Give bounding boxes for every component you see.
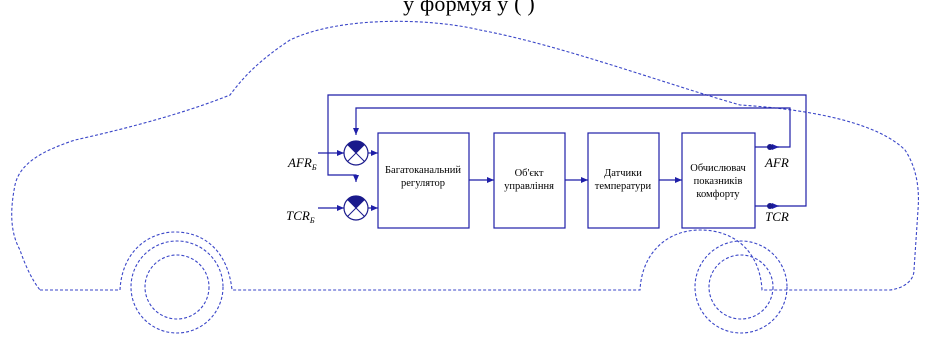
object-label-line2: управління [504,181,554,192]
rear-wheel-outer [130,240,224,334]
block-sensors: Датчики температури [587,132,660,229]
tcr-setpoint-label: TCRБ [286,208,315,225]
calculator-label-line2: показників [694,176,743,187]
car-outline [11,20,919,334]
calculator-label-line3: комфорту [696,189,740,200]
tcr-feedback-line [327,94,807,207]
summing-junction-afr [343,140,369,166]
tcr-output-label: TCR [765,209,789,224]
block-object: Об'єкт управління [493,132,566,229]
feedback-lines [327,94,807,207]
sensors-label-line1: Датчики [604,168,642,179]
afr-feedback-line [353,107,791,148]
front-wheel-outer [694,240,788,334]
controller-label-line1: Багатоканальний [385,165,461,176]
car-body-outline [11,20,919,291]
afr-output-label: AFR [764,155,789,170]
rear-wheel-inner [144,254,210,320]
tcr-branch-node [767,203,773,209]
cropped-caption-text: у формуя у ( ) [403,0,535,16]
block-controller: Багатоканальний регулятор [377,132,470,229]
block-calculator: Обчислювач показників комфорту [681,132,756,229]
calculator-label-line1: Обчислювач [690,163,746,174]
sensors-label-line2: температури [595,181,652,192]
object-label-line1: Об'єкт [515,168,544,179]
afr-setpoint-label: AFRБ [287,155,317,172]
summing-junction-tcr [343,195,369,221]
front-wheel-inner [708,254,774,320]
controller-label-line2: регулятор [401,178,445,189]
afr-branch-node [767,144,773,150]
